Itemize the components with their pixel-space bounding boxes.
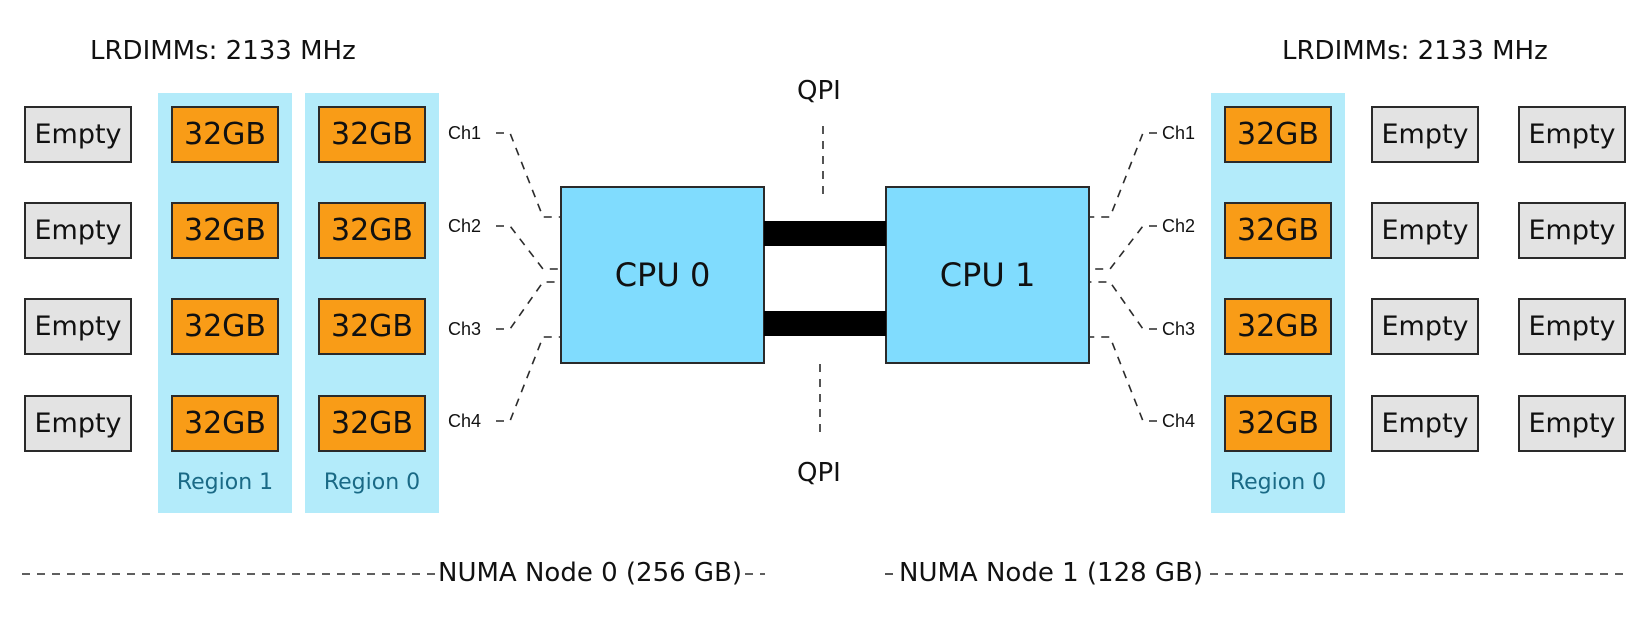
region-label: Region 0 bbox=[323, 470, 421, 495]
channel-label: Ch3 bbox=[448, 319, 482, 339]
ch3-left-line bbox=[496, 281, 560, 330]
ch2-left-line bbox=[496, 225, 560, 270]
dimm-slot-filled: 32GB bbox=[171, 106, 279, 163]
numa-node-1-label: NUMA Node 1 (128 GB) bbox=[897, 558, 1206, 588]
channel-label: Ch4 bbox=[448, 411, 482, 431]
qpi-label-top: QPI bbox=[797, 76, 841, 106]
numa-node-0-label: NUMA Node 0 (256 GB) bbox=[436, 558, 745, 588]
dimm-slot-empty: Empty bbox=[1371, 106, 1479, 163]
ch1-right-line bbox=[1089, 132, 1157, 218]
dimm-slot-empty: Empty bbox=[1518, 298, 1626, 355]
ch4-right-line bbox=[1089, 336, 1157, 422]
left-socket-title: LRDIMMs: 2133 MHz bbox=[90, 36, 356, 66]
dimm-slot-filled: 32GB bbox=[171, 298, 279, 355]
dimm-slot-filled: 32GB bbox=[318, 202, 426, 259]
region-label: Region 1 bbox=[176, 470, 274, 495]
channel-label: Ch2 bbox=[1162, 216, 1196, 236]
dimm-slot-empty: Empty bbox=[24, 202, 132, 259]
ch2-right-line bbox=[1089, 225, 1157, 270]
dimm-slot-filled: 32GB bbox=[1224, 202, 1332, 259]
region-label: Region 0 bbox=[1229, 470, 1327, 495]
dimm-slot-filled: 32GB bbox=[171, 395, 279, 452]
dimm-slot-filled: 32GB bbox=[318, 106, 426, 163]
dimm-slot-empty: Empty bbox=[1371, 298, 1479, 355]
channel-label: Ch3 bbox=[1162, 319, 1196, 339]
qpi-label-bottom: QPI bbox=[797, 458, 841, 488]
dimm-slot-filled: 32GB bbox=[171, 202, 279, 259]
qpi-link-bottom bbox=[764, 311, 886, 336]
dimm-slot-empty: Empty bbox=[1371, 395, 1479, 452]
channel-label: Ch1 bbox=[1162, 123, 1196, 143]
channel-label: Ch1 bbox=[448, 123, 482, 143]
dimm-slot-empty: Empty bbox=[1518, 395, 1626, 452]
ch4-left-line bbox=[496, 336, 560, 422]
dimm-slot-filled: 32GB bbox=[1224, 106, 1332, 163]
dimm-slot-filled: 32GB bbox=[318, 298, 426, 355]
right-socket-title: LRDIMMs: 2133 MHz bbox=[1282, 36, 1548, 66]
cpu-0: CPU 0 bbox=[560, 186, 765, 364]
dimm-slot-filled: 32GB bbox=[1224, 298, 1332, 355]
ch3-right-line bbox=[1089, 281, 1157, 330]
dimm-slot-empty: Empty bbox=[24, 395, 132, 452]
dimm-slot-filled: 32GB bbox=[318, 395, 426, 452]
qpi-link-top bbox=[764, 221, 886, 246]
dimm-slot-empty: Empty bbox=[1371, 202, 1479, 259]
dimm-slot-empty: Empty bbox=[1518, 202, 1626, 259]
dimm-slot-empty: Empty bbox=[1518, 106, 1626, 163]
channel-label: Ch4 bbox=[1162, 411, 1196, 431]
dimm-slot-empty: Empty bbox=[24, 106, 132, 163]
dimm-slot-empty: Empty bbox=[24, 298, 132, 355]
dimm-slot-filled: 32GB bbox=[1224, 395, 1332, 452]
channel-label: Ch2 bbox=[448, 216, 482, 236]
cpu-1: CPU 1 bbox=[885, 186, 1090, 364]
ch1-left-line bbox=[496, 132, 560, 218]
